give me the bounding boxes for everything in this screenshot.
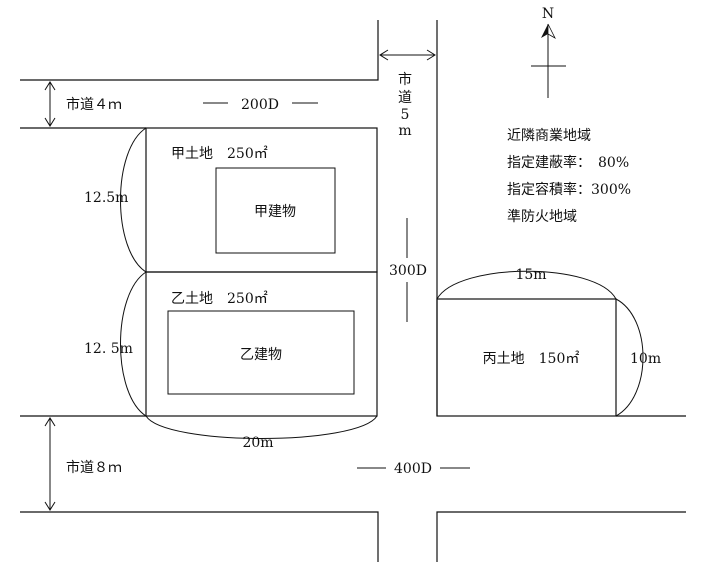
zoning-info: 近隣商業地域 指定建蔽率： 80% 指定容積率：300% 準防火地域 [507, 128, 631, 225]
svg-text:5: 5 [401, 107, 410, 123]
road-width-arrows [44, 49, 436, 511]
otsu-frontage-arc [145, 415, 378, 439]
lot-hei-width: 15m [515, 267, 546, 283]
lot-kou-depth: 12.5m [84, 190, 128, 206]
lots [145, 127, 617, 417]
lot-otsu [145, 271, 378, 417]
building-otsu-label: 乙建物 [240, 347, 282, 363]
hei-width-arc [436, 270, 617, 300]
compass: N [531, 6, 566, 98]
otsu-depth-arc [120, 271, 147, 417]
north-road-upper-edge [20, 20, 379, 81]
lot-kou-label: 甲土地 250㎡ [171, 146, 268, 162]
lot-hei-depth: 10m [630, 351, 661, 367]
hei-depth-arc [615, 298, 644, 417]
lot-otsu-label: 乙土地 250㎡ [171, 291, 268, 307]
zoning-line-4: 準防火地域 [507, 209, 577, 225]
road-north-name: 市道４ｍ [66, 96, 122, 113]
building-otsu [167, 310, 355, 395]
zoning-line-1: 近隣商業地域 [507, 128, 591, 144]
dimension-curves [120, 127, 644, 439]
road-east-name: 市 道 5 m [398, 71, 412, 139]
road-north-setback: 200D [241, 97, 279, 113]
road-boundaries [20, 20, 686, 562]
south-road-lower-edge-east [436, 511, 686, 562]
lot-hei-label: 丙土地 150㎡ [483, 351, 580, 367]
zoning-line-3: 指定容積率：300% [507, 181, 631, 198]
south-road-lower-edge-west [20, 511, 379, 562]
north-arrow-icon [541, 24, 548, 38]
svg-text:m: m [398, 123, 411, 139]
building-kou-label: 甲建物 [254, 204, 296, 220]
lot-hei [436, 298, 617, 417]
north-label: N [542, 6, 554, 22]
road-south-setback: 400D [394, 461, 432, 477]
lot-otsu-depth: 12. 5m [84, 341, 133, 357]
building-kou [215, 167, 336, 254]
road-setback-dashes [203, 102, 470, 469]
road-south-name: 市道８ｍ [66, 459, 122, 476]
road-east-setback: 300D [389, 263, 427, 279]
lot-otsu-frontage: 20m [242, 435, 273, 451]
kou-depth-arc [120, 127, 147, 273]
svg-text:市: 市 [398, 71, 412, 88]
zoning-line-2: 指定建蔽率： 80% [507, 154, 629, 171]
svg-text:道: 道 [398, 90, 412, 106]
